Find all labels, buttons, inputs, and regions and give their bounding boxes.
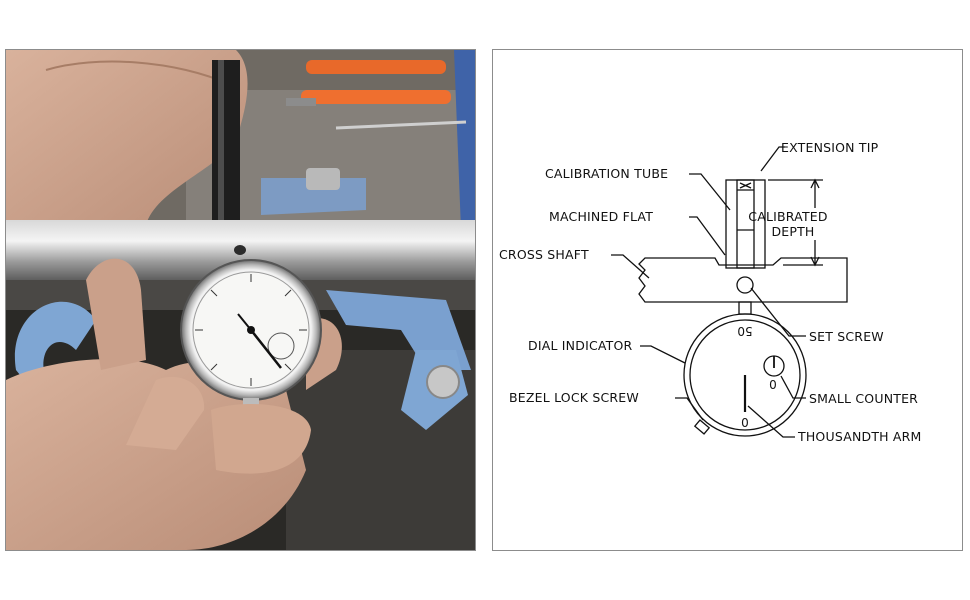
extension-tip-shape: [736, 179, 755, 269]
dial-indicator-diagram: 50 0 0 EXTENSION TIP CALIBRATION TUBE MA…: [499, 140, 922, 444]
photo-panel: [5, 49, 476, 551]
dial-indicator-photo: [6, 50, 475, 550]
label-set-screw: SET SCREW: [809, 329, 884, 344]
label-cross-shaft: CROSS SHAFT: [499, 247, 589, 262]
dial-indicator-face: [683, 313, 807, 437]
label-calibrated-depth-2: DEPTH: [771, 224, 814, 239]
label-extension-tip: EXTENSION TIP: [781, 140, 879, 155]
label-bezel-lock-screw: BEZEL LOCK SCREW: [509, 390, 639, 405]
counter-mark: 0: [769, 378, 777, 392]
dial-bottom-mark: 0: [741, 416, 749, 430]
label-calibration-tube: CALIBRATION TUBE: [545, 166, 668, 181]
label-dial-indicator: DIAL INDICATOR: [528, 338, 633, 353]
label-small-counter: SMALL COUNTER: [809, 391, 918, 406]
label-calibrated-depth-1: CALIBRATED: [748, 209, 827, 224]
label-thousandth-arm: THOUSANDTH ARM: [797, 429, 922, 444]
bezel-lock-screw-shape: [693, 419, 711, 435]
diagram-panel: 50 0 0 EXTENSION TIP CALIBRATION TUBE MA…: [492, 49, 963, 551]
dial-top-mark: 50: [737, 324, 752, 338]
calibration-tube-shape: [725, 179, 766, 269]
set-screw-shape: [736, 276, 754, 294]
dial-indicator-bezel: [689, 319, 801, 431]
label-machined-flat: MACHINED FLAT: [549, 209, 653, 224]
